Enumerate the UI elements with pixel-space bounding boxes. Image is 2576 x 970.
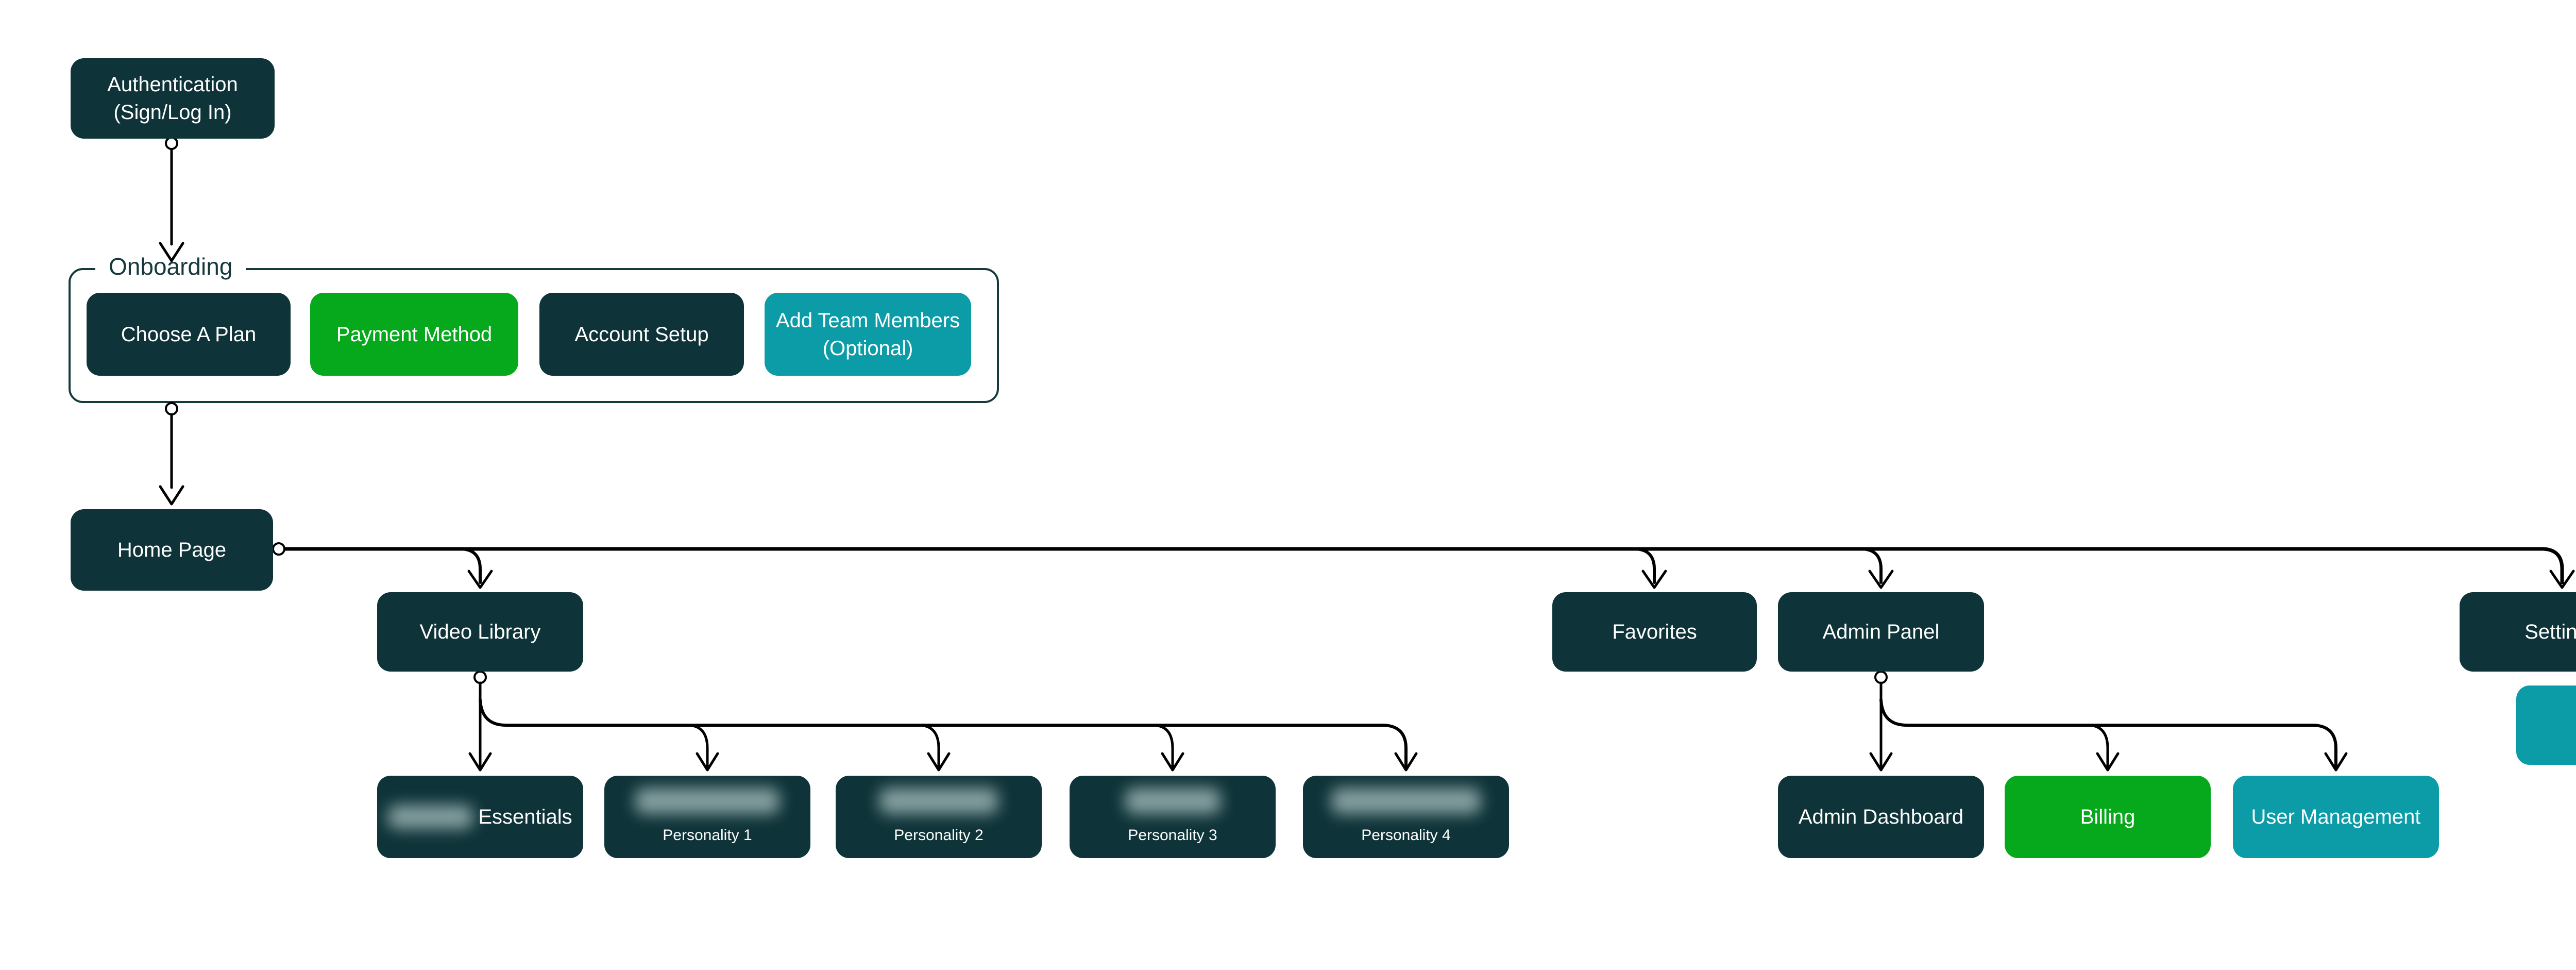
node-admin-panel[interactable]: Admin Panel	[1778, 592, 1984, 672]
node-video-child-personality-3[interactable]: Personality 3	[1070, 776, 1276, 858]
edge-start-dot	[473, 671, 487, 684]
arrowhead	[927, 752, 951, 772]
node-label: Essentials	[478, 806, 572, 828]
edge-home-favorites	[1634, 547, 1656, 584]
arrowhead	[1641, 570, 1667, 589]
edge-home-adminpanel	[1861, 547, 1883, 584]
edge-vl-child4	[1153, 724, 1174, 768]
arrowhead	[1161, 752, 1184, 772]
node-video-child-personality-1[interactable]: Personality 1	[604, 776, 810, 858]
node-label: Home Page	[117, 539, 227, 561]
node-label: Admin Dashboard	[1798, 806, 1964, 828]
node-label: Favorites	[1612, 621, 1697, 643]
node-subtitle: Personality 3	[1128, 826, 1217, 844]
edge-admin-billing	[2088, 724, 2109, 768]
edge-start-dot	[272, 542, 285, 556]
edge-vl-bus	[479, 698, 1408, 768]
node-subtitle: Personality 4	[1361, 826, 1451, 844]
edge-vl-child3	[919, 724, 940, 768]
arrowhead	[467, 570, 493, 589]
node-label: User Management	[2251, 806, 2421, 828]
arrowhead	[159, 242, 184, 262]
node-billing[interactable]: Billing	[2005, 776, 2211, 858]
node-video-child-personality-4[interactable]: Personality 4	[1303, 776, 1509, 858]
blurred-text	[1125, 788, 1221, 814]
blurred-text	[635, 788, 779, 814]
arrowhead	[2324, 752, 2348, 772]
node-label: Settings	[2524, 621, 2576, 643]
edge-start-dot	[165, 137, 178, 150]
node-label: (Sign/Log In)	[113, 101, 232, 124]
node-choose-a-plan[interactable]: Choose A Plan	[87, 293, 291, 376]
node-label: Account Setup	[574, 323, 709, 346]
node-user-management[interactable]: User Management	[2233, 776, 2439, 858]
node-authentication[interactable]: Authentication (Sign/Log In)	[71, 58, 275, 139]
node-label: Payment Method	[336, 323, 493, 346]
node-label: Add Team Members	[775, 309, 960, 332]
blurred-text	[388, 805, 473, 829]
arrowhead	[1869, 752, 1893, 772]
blurred-text	[879, 788, 998, 814]
onboarding-group-label: Onboarding	[95, 253, 246, 280]
arrowhead	[159, 485, 184, 506]
edge-admin-bus	[1879, 698, 2337, 768]
edge-vl-child2	[687, 724, 709, 768]
node-video-library[interactable]: Video Library	[377, 592, 583, 672]
node-subtitle: Personality 2	[894, 826, 984, 844]
edge-start-dot	[1874, 671, 1888, 684]
node-video-child-essentials[interactable]: Essentials	[377, 776, 583, 858]
arrowhead	[2096, 752, 2120, 772]
blurred-text	[1331, 788, 1481, 814]
edge-home-trunk	[282, 547, 2564, 584]
arrowhead	[1868, 570, 1894, 589]
arrowhead	[1394, 752, 1418, 772]
node-settings[interactable]: Settings	[2460, 592, 2576, 672]
arrowhead	[696, 752, 719, 772]
node-home-page[interactable]: Home Page	[71, 509, 273, 591]
node-label: Admin Panel	[1822, 621, 1940, 643]
node-label: Authentication	[107, 73, 238, 96]
onboarding-group: Onboarding	[69, 253, 999, 403]
node-admin-dashboard[interactable]: Admin Dashboard	[1778, 776, 1984, 858]
node-label: Billing	[2080, 806, 2136, 828]
node-account[interactable]: Account	[2516, 685, 2576, 765]
edge-home-videolibrary	[460, 547, 482, 584]
node-label: (Optional)	[822, 337, 913, 360]
node-favorites[interactable]: Favorites	[1552, 592, 1757, 672]
node-label: Choose A Plan	[121, 323, 257, 346]
node-add-team-members[interactable]: Add Team Members (Optional)	[765, 293, 971, 376]
node-video-child-personality-2[interactable]: Personality 2	[836, 776, 1042, 858]
arrowhead	[2549, 570, 2575, 589]
arrowhead	[468, 752, 492, 772]
node-account-setup[interactable]: Account Setup	[539, 293, 744, 376]
edge-start-dot	[165, 402, 178, 415]
node-payment-method[interactable]: Payment Method	[310, 293, 518, 376]
node-subtitle: Personality 1	[663, 826, 752, 844]
node-label: Video Library	[419, 621, 541, 643]
